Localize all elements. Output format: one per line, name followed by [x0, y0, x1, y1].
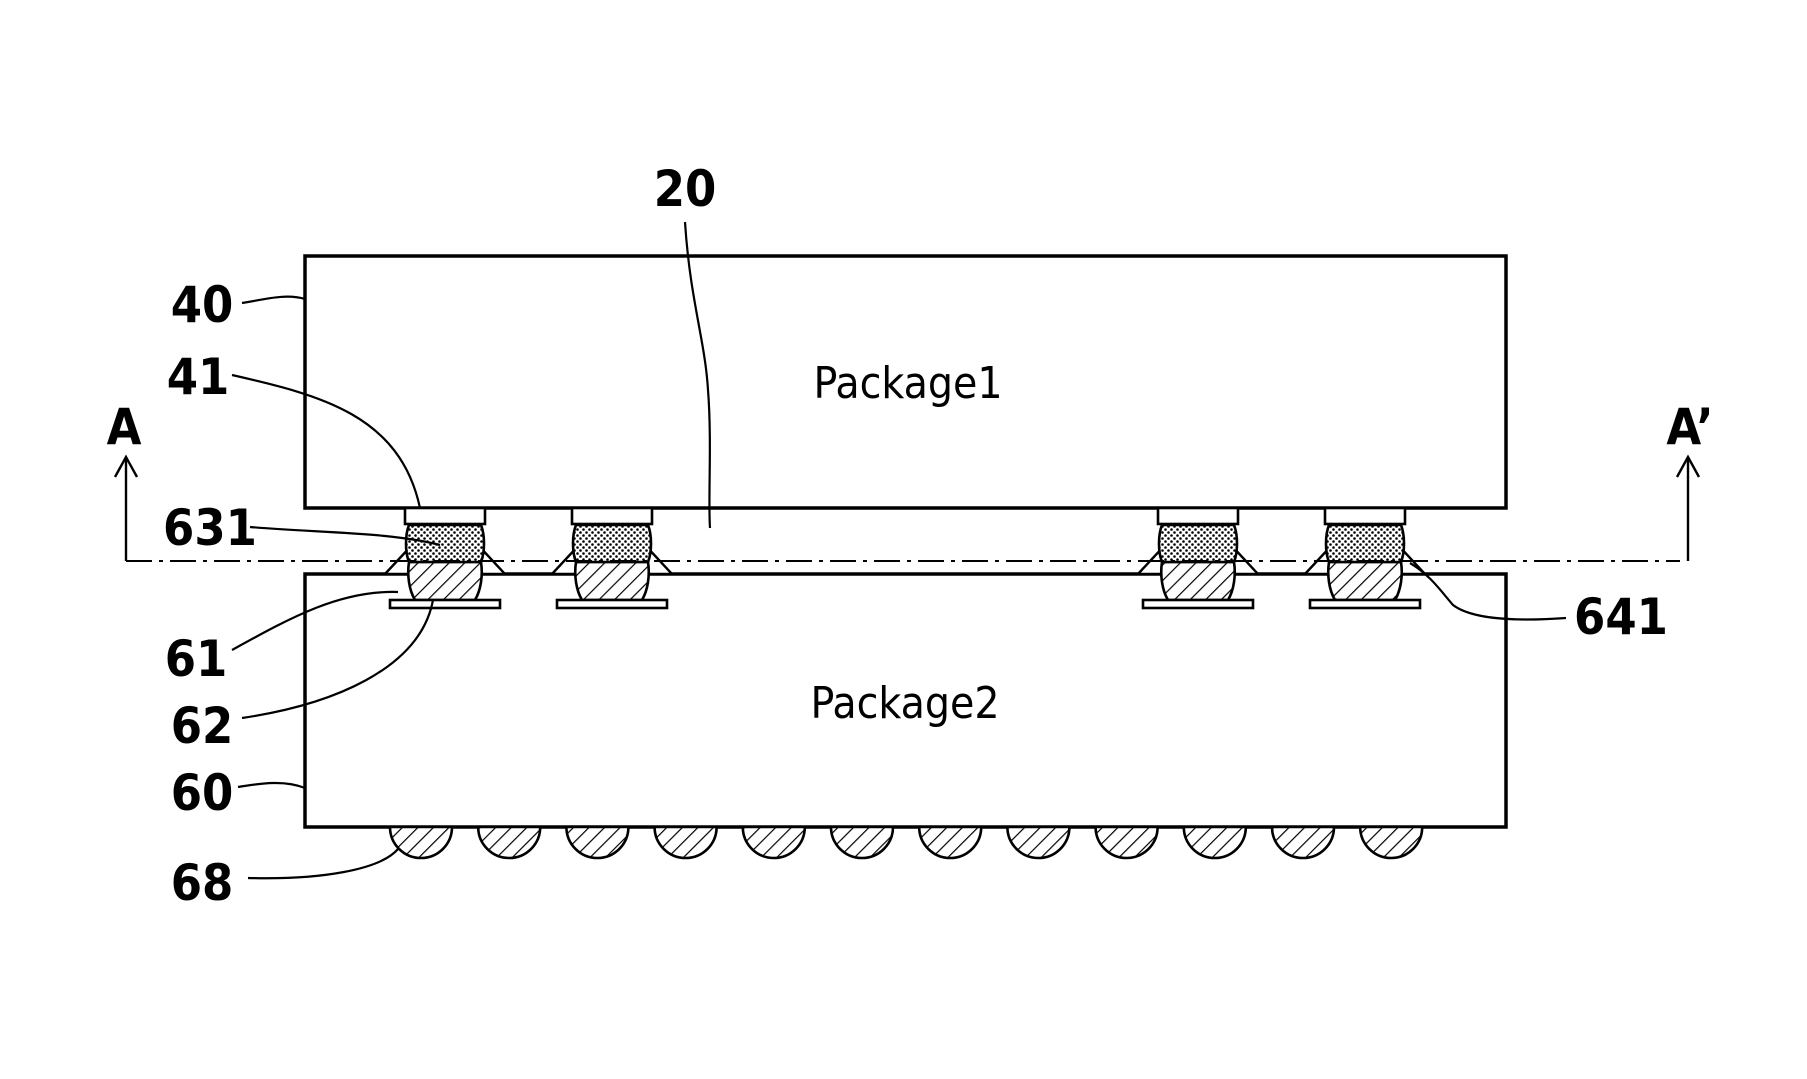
solder-ball	[831, 827, 893, 858]
leader-60	[238, 783, 305, 788]
ref-62: 62	[171, 697, 234, 755]
ref-20: 20	[654, 160, 717, 218]
solder-ball	[655, 827, 717, 858]
upper-solder	[1159, 525, 1237, 562]
bottom-pad	[390, 600, 500, 608]
bottom-pad	[1143, 600, 1253, 608]
solder-ball	[743, 827, 805, 858]
upper-solder	[406, 525, 484, 562]
ref-40: 40	[171, 276, 234, 334]
upper-solder	[1326, 525, 1404, 562]
lower-solder	[1161, 562, 1235, 600]
top-pad	[1325, 508, 1405, 524]
ref-61: 61	[165, 630, 228, 688]
section-arrow-left	[115, 457, 137, 561]
ref-631: 631	[163, 499, 257, 557]
ref-41: 41	[167, 348, 230, 406]
bottom-pad	[1310, 600, 1420, 608]
solder-ball	[1007, 827, 1069, 858]
solder-ball	[478, 827, 540, 858]
package2-label: Package2	[811, 678, 1000, 729]
lower-solder	[408, 562, 482, 600]
section-label-left: A	[107, 398, 142, 456]
ref-68: 68	[171, 854, 234, 912]
package1-label: Package1	[814, 358, 1003, 409]
solder-balls	[390, 827, 1422, 858]
top-pad	[405, 508, 485, 524]
leader-68	[248, 849, 398, 878]
upper-solder	[573, 525, 651, 562]
bottom-pad	[557, 600, 667, 608]
leader-40	[242, 297, 305, 303]
solder-ball	[919, 827, 981, 858]
lower-solder	[1328, 562, 1402, 600]
solder-ball	[390, 827, 452, 858]
solder-ball	[1184, 827, 1246, 858]
ref-60: 60	[171, 764, 234, 822]
top-pad	[1158, 508, 1238, 524]
lower-solder	[575, 562, 649, 600]
solder-ball	[566, 827, 628, 858]
ref-641: 641	[1574, 588, 1668, 646]
solder-ball	[1360, 827, 1422, 858]
top-pad	[572, 508, 652, 524]
section-arrow-right	[1677, 457, 1699, 561]
solder-ball	[1272, 827, 1334, 858]
solder-ball	[1096, 827, 1158, 858]
section-label-right: A’	[1666, 398, 1713, 456]
